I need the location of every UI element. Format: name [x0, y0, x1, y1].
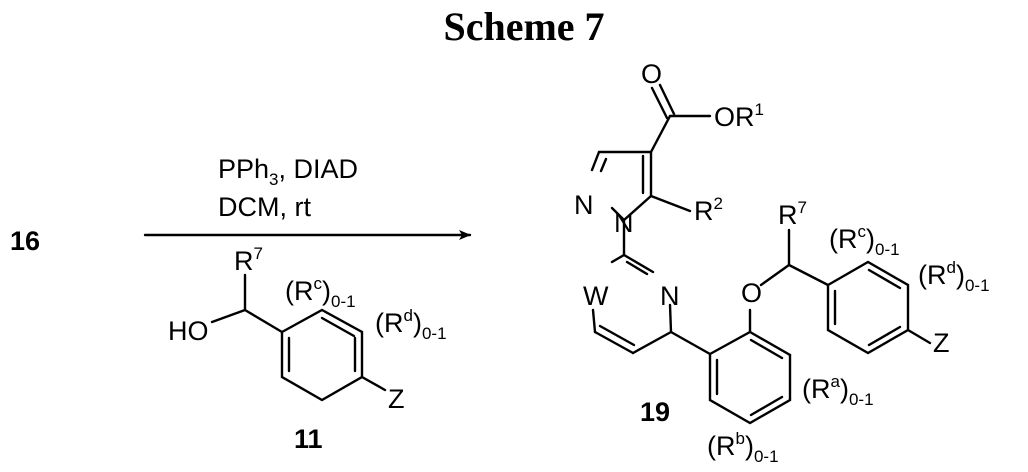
- reagent-line-2: DCM, rt: [218, 192, 311, 222]
- compound-19-carbonyl-o: O: [641, 59, 662, 89]
- compound-19-ra: (Ra)0-1: [802, 372, 874, 409]
- compound-19-ether-o: O: [741, 278, 762, 308]
- scheme-title: Scheme 7: [443, 4, 604, 49]
- compound-19-z: Z: [933, 328, 950, 358]
- starting-compound-label: 16: [10, 226, 40, 256]
- compound-19-n-upper: N: [574, 190, 594, 220]
- compound-19-rc: (Rc)0-1: [829, 222, 900, 259]
- compound-11-label: 11: [294, 424, 323, 454]
- compound-19-w: W: [583, 281, 609, 311]
- compound-19-n-pyrimidine: N: [660, 281, 680, 311]
- compound-11-rd: (Rd)0-1: [375, 306, 447, 343]
- compound-19-n-lower: N: [614, 208, 634, 238]
- compound-11-hydroxyl: HO: [168, 316, 209, 346]
- compound-19-rd: (Rd)0-1: [918, 258, 990, 295]
- compound-11-r7: R7: [234, 244, 263, 276]
- compound-19-or1: OR1: [714, 100, 764, 132]
- compound-19-r7: R7: [778, 198, 807, 230]
- compound-19-label: 19: [640, 397, 670, 427]
- compound-11-z: Z: [388, 384, 405, 414]
- reagent-line-1: PPh3, DIAD: [218, 154, 358, 189]
- compound-11-rc: (Rc)0-1: [285, 274, 356, 311]
- compound-19-r2: R2: [694, 194, 723, 226]
- compound-19-rb: (Rb)0-1: [707, 429, 779, 466]
